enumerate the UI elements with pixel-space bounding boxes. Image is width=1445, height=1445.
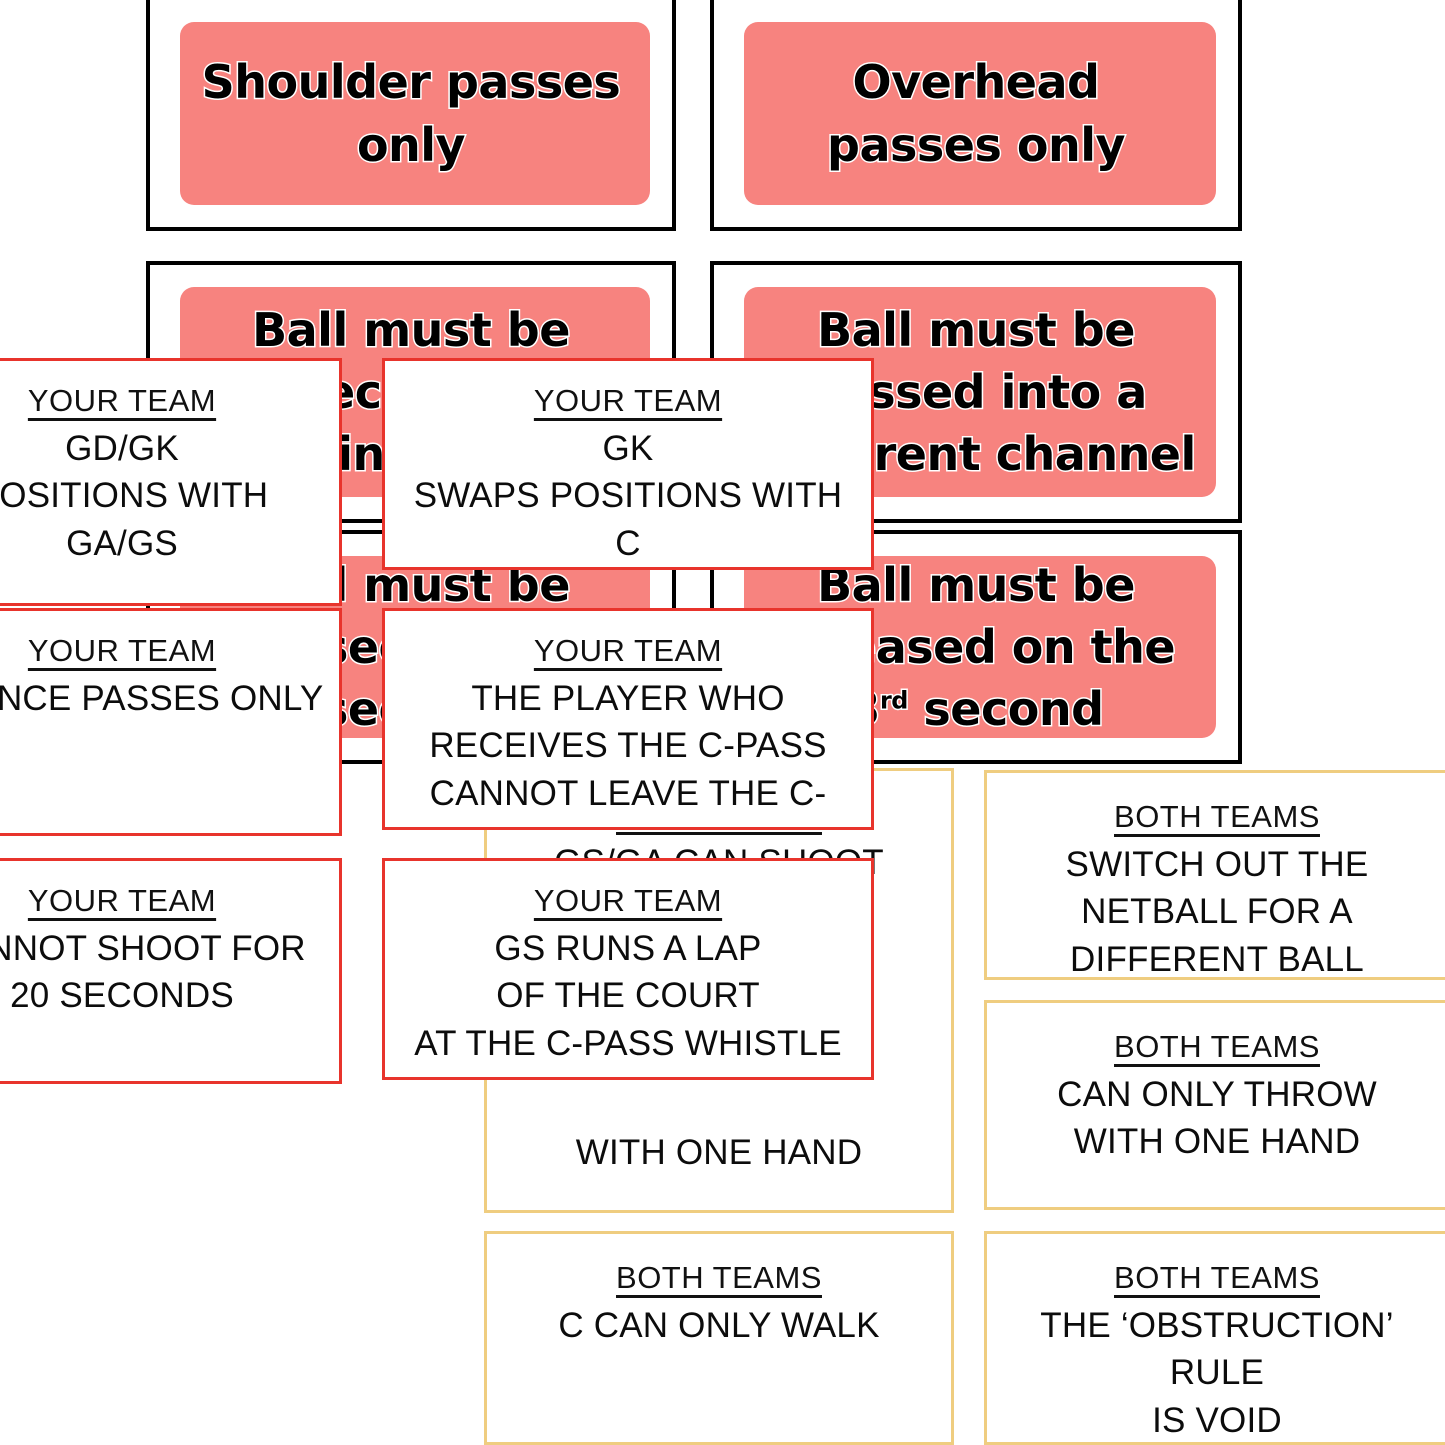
pink-card-text-tail: second — [907, 681, 1106, 738]
red-card-bounce-passes-only[interactable]: YOUR TEAM BOUNCE PASSES ONLY — [0, 608, 342, 836]
pink-card-shoulder-passes[interactable]: Shoulder passes only — [146, 0, 676, 231]
red-card-c-pass-receiver[interactable]: YOUR TEAM THE PLAYER WHO RECEIVES THE C-… — [382, 608, 874, 830]
ordinal-suffix: rd — [878, 685, 909, 716]
pink-card-overhead-passes[interactable]: Overhead passes only — [710, 0, 1242, 231]
card-body: THE PLAYER WHO RECEIVES THE C-PASS CANNO… — [429, 679, 827, 827]
card-body: BOUNCE PASSES ONLY — [0, 679, 324, 718]
card-body: C CAN ONLY WALK — [558, 1306, 880, 1345]
red-card-gs-runs-a-lap[interactable]: YOUR TEAM GS RUNS A LAP OF THE COURT AT … — [382, 858, 874, 1080]
pink-card-text: Overhead passes only — [826, 54, 1127, 173]
card-heading: YOUR TEAM — [27, 883, 217, 918]
yellow-card-switch-out-netball[interactable]: BOTH TEAMS SWITCH OUT THE NETBALL FOR A … — [984, 770, 1445, 980]
red-card-gk-swaps-with-c[interactable]: YOUR TEAM GK SWAPS POSITIONS WITH C — [382, 358, 874, 570]
card-body: CANNOT SHOOT FOR 20 SECONDS — [0, 929, 306, 1016]
card-heading: BOTH TEAMS — [616, 1260, 822, 1295]
card-heading: BOTH TEAMS — [1114, 1029, 1320, 1064]
pink-card-text: Ball must be passed into a different cha… — [755, 301, 1198, 482]
card-body: THE ‘OBSTRUCTION’ RULE IS VOID — [1040, 1306, 1394, 1440]
card-heading: BOTH TEAMS — [1114, 799, 1320, 834]
card-body: GK SWAPS POSITIONS WITH C — [413, 429, 843, 563]
yellow-card-c-can-only-walk[interactable]: BOTH TEAMS C CAN ONLY WALK — [484, 1231, 954, 1445]
card-body: GS RUNS A LAP OF THE COURT AT THE C-PASS… — [414, 929, 842, 1063]
pink-highlight — [180, 22, 650, 205]
pink-highlight — [744, 22, 1216, 205]
yellow-card-obstruction-void[interactable]: BOTH TEAMS THE ‘OBSTRUCTION’ RULE IS VOI… — [984, 1231, 1445, 1445]
card-body: SWITCH OUT THE NETBALL FOR A DIFFERENT B… — [1065, 845, 1369, 979]
card-heading: YOUR TEAM — [533, 883, 723, 918]
card-heading: YOUR TEAM — [533, 383, 723, 418]
card-body: GD/GK POSITIONS WITH GA/GS — [0, 429, 269, 563]
card-heading: YOUR TEAM — [533, 633, 723, 668]
pink-card-text: Ball must be released on the 3rd second — [767, 554, 1185, 740]
card-heading: BOTH TEAMS — [1114, 1260, 1320, 1295]
pink-card-text: Shoulder passes only — [200, 54, 622, 173]
red-card-cannot-shoot-20-seconds[interactable]: YOUR TEAM CANNOT SHOOT FOR 20 SECONDS — [0, 858, 342, 1084]
card-body-secondary: WITH ONE HAND — [575, 1132, 863, 1172]
yellow-card-throw-one-hand[interactable]: BOTH TEAMS CAN ONLY THROW WITH ONE HAND — [984, 1000, 1445, 1210]
card-heading: YOUR TEAM — [27, 633, 217, 668]
card-heading: YOUR TEAM — [27, 383, 217, 418]
card-body: CAN ONLY THROW WITH ONE HAND — [1057, 1075, 1377, 1162]
red-card-gd-gk-positions[interactable]: YOUR TEAM GD/GK POSITIONS WITH GA/GS — [0, 358, 342, 606]
